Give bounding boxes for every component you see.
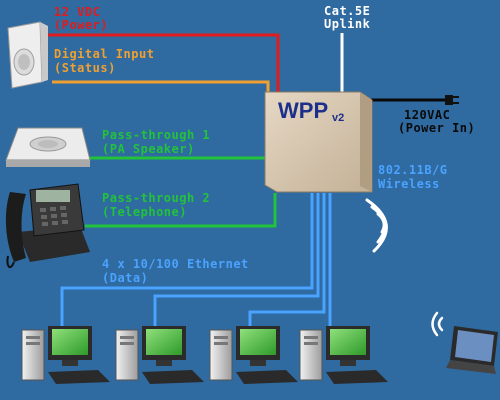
svg-text:12 VDC: 12 VDC xyxy=(54,5,100,19)
svg-text:Digital Input: Digital Input xyxy=(54,47,154,61)
wireless-signal-icon xyxy=(365,198,388,253)
ethernet-label: 4 x 10/100 Ethernet (Data) xyxy=(102,257,249,285)
digital-input-wire xyxy=(52,80,270,92)
laptop-icon xyxy=(446,326,498,374)
pa-speaker-icon xyxy=(5,127,91,167)
svg-text:Wireless: Wireless xyxy=(378,177,440,191)
passthrough-2-wire xyxy=(85,193,277,228)
svg-text:Cat.5E: Cat.5E xyxy=(324,4,370,18)
svg-text:(Power In): (Power In) xyxy=(398,121,475,135)
power-label: 12 VDC (Power) xyxy=(54,5,108,32)
svg-text:(Status): (Status) xyxy=(54,61,116,75)
svg-text:Pass-through 1: Pass-through 1 xyxy=(102,128,210,142)
wireless-signal-icon xyxy=(431,311,444,337)
device-version: v2 xyxy=(332,112,344,124)
desktop-computer-icon xyxy=(115,326,204,384)
motion-sensor-icon xyxy=(7,21,48,89)
svg-text:(Data): (Data) xyxy=(102,271,148,285)
svg-text:120VAC: 120VAC xyxy=(404,108,450,122)
svg-text:(Power): (Power) xyxy=(54,18,108,32)
desktop-computer-icon xyxy=(21,326,110,384)
desktop-computer-icon xyxy=(299,326,388,384)
wireless-label: 802.11B/G Wireless xyxy=(378,163,448,191)
svg-text:Uplink: Uplink xyxy=(324,17,371,31)
device-title: WPP xyxy=(278,98,328,123)
uplink-label: Cat.5E Uplink xyxy=(324,4,371,31)
svg-text:802.11B/G: 802.11B/G xyxy=(378,163,448,177)
power-in-label: 120VAC (Power In) xyxy=(398,108,475,135)
power-plug-icon xyxy=(445,95,459,105)
svg-text:(PA Speaker): (PA Speaker) xyxy=(102,142,195,156)
svg-text:Pass-through 2: Pass-through 2 xyxy=(102,191,210,205)
svg-text:(Telephone): (Telephone) xyxy=(102,205,187,219)
wpp-device: WPP v2 xyxy=(264,91,373,193)
svg-text:4 x 10/100 Ethernet: 4 x 10/100 Ethernet xyxy=(102,257,249,271)
desktop-computer-icon xyxy=(209,326,298,384)
passthrough-2-label: Pass-through 2 (Telephone) xyxy=(102,191,210,219)
digital-input-label: Digital Input (Status) xyxy=(54,47,154,75)
passthrough-1-label: Pass-through 1 (PA Speaker) xyxy=(102,128,210,156)
power-wire xyxy=(45,33,280,92)
desk-telephone-icon xyxy=(5,183,90,269)
